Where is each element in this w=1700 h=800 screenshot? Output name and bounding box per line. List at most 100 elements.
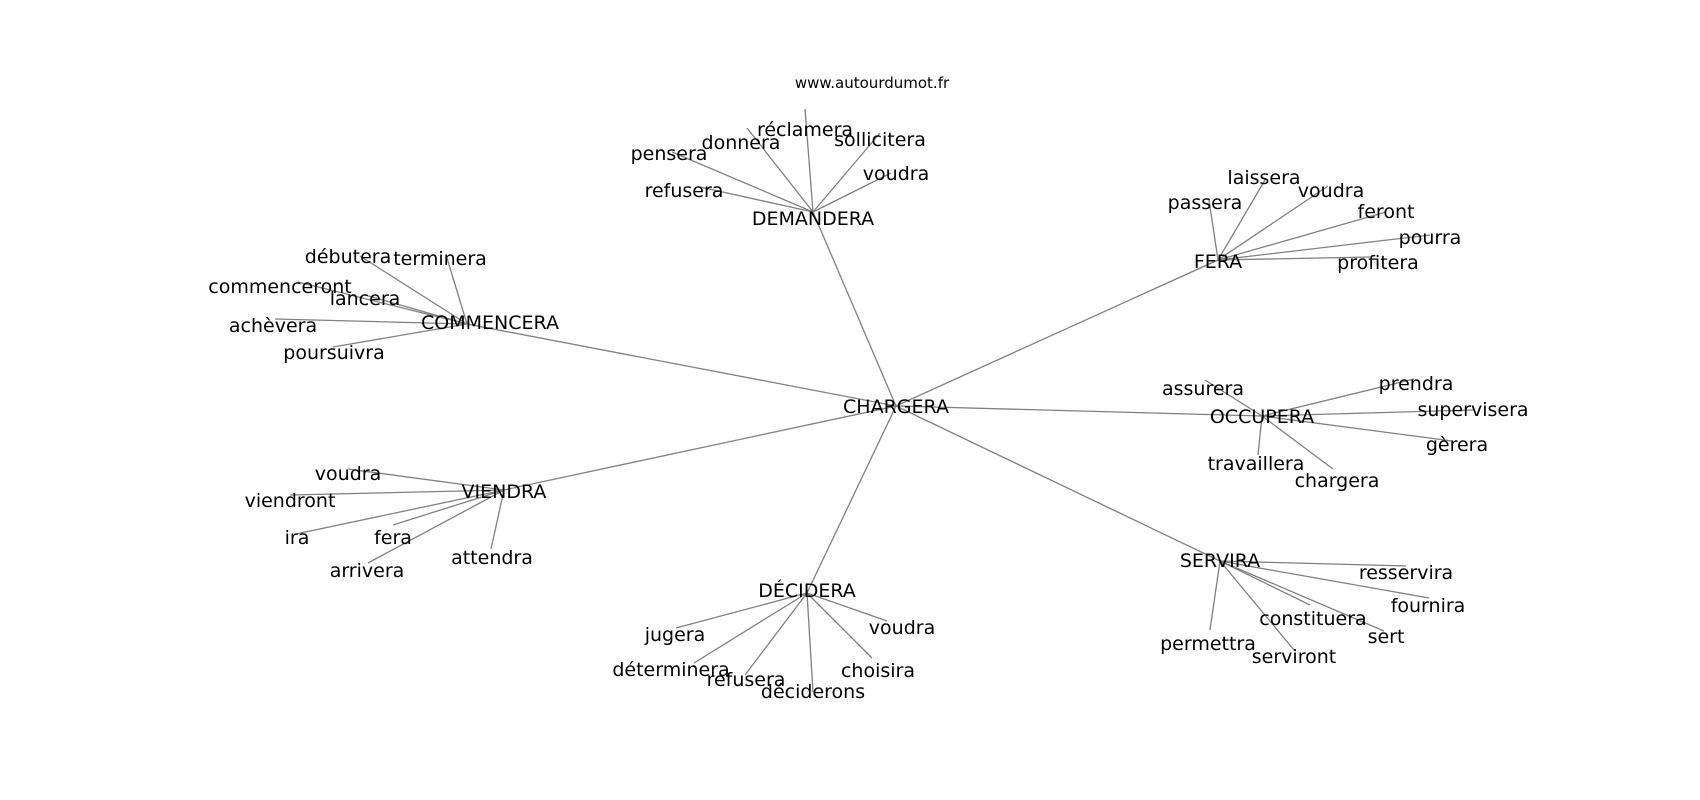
node-leaf-commencera-4: achèvera (229, 315, 317, 337)
edge-decidera-2 (693, 592, 808, 664)
node-leaf-servira-1: fournira (1391, 595, 1466, 617)
node-hub-decidera: DÉCIDERA (758, 579, 856, 602)
edge-viendra-2 (295, 489, 505, 535)
node-leaf-occupera-0: assurera (1162, 378, 1244, 400)
edge-demandera-3 (812, 132, 881, 213)
edge-demandera-4 (812, 172, 892, 213)
edge-viendra-4 (367, 489, 505, 564)
edge-occupera-3 (1261, 415, 1453, 442)
edge-decidera-0 (675, 592, 808, 629)
edge-servira-0 (1219, 560, 1407, 567)
edge-occupera-0 (1204, 379, 1263, 417)
edge-center-decidera (806, 405, 897, 594)
node-hub-fera: FERA (1194, 251, 1242, 273)
edge-fera-2 (1217, 185, 1329, 261)
node-leaf-commencera-2: commenceront (208, 276, 351, 298)
node-leaf-occupera-3: gèrera (1426, 434, 1488, 456)
edge-center-servira (895, 405, 1221, 562)
node-leaf-servira-5: serviront (1252, 646, 1336, 668)
graph-labels: www.autourdumot.fr CHARGERA DEMANDERA pens… (208, 74, 1528, 703)
edge-commencera-0 (359, 255, 468, 325)
edge-viendra-0 (347, 468, 505, 491)
edge-occupera-2 (1261, 409, 1474, 417)
node-hub-demandera: DEMANDERA (752, 208, 874, 230)
node-leaf-viendra-5: attendra (451, 547, 533, 569)
edge-center-occupera (895, 405, 1263, 417)
edge-fera-5 (1217, 256, 1371, 261)
node-leaf-occupera-2: supervisera (1417, 399, 1528, 421)
edge-decidera-3 (744, 592, 808, 676)
edge-fera-0 (1217, 179, 1266, 261)
node-leaf-servira-2: constituera (1259, 608, 1366, 630)
node-leaf-fera-4: pourra (1399, 227, 1462, 249)
edge-commencera-3 (364, 294, 468, 325)
edge-servira-1 (1219, 560, 1430, 599)
edge-commencera-4 (274, 318, 468, 325)
watermark-text: www.autourdumot.fr (795, 74, 950, 92)
edge-demandera-5 (699, 186, 814, 213)
edge-servira-4 (1209, 560, 1221, 631)
edge-commencera-2 (297, 281, 468, 325)
edge-servira-3 (1219, 560, 1385, 632)
edge-center-fera (895, 259, 1219, 407)
node-leaf-decidera-1: voudra (869, 617, 935, 639)
node-leaf-viendra-0: voudra (315, 463, 381, 485)
edge-demandera-2 (804, 108, 814, 213)
node-leaf-commencera-3: lancera (330, 288, 401, 310)
edge-commencera-5 (332, 323, 468, 348)
edge-viendra-1 (289, 489, 505, 496)
edge-center-commencera (466, 323, 897, 407)
edge-decidera-1 (806, 592, 888, 622)
edge-occupera-4 (1257, 415, 1263, 456)
node-leaf-viendra-3: fera (374, 527, 412, 549)
node-leaf-viendra-1: viendront (245, 490, 336, 512)
edge-demandera-1 (746, 127, 814, 213)
node-hub-servira: SERVIRA (1180, 550, 1260, 572)
edge-decidera-5 (806, 592, 814, 693)
edge-commencera-1 (446, 257, 468, 325)
edge-decidera-4 (806, 592, 873, 659)
node-leaf-decidera-0: jugera (644, 624, 706, 646)
node-leaf-fera-2: voudra (1298, 180, 1364, 202)
node-leaf-decidera-2: déterminera (612, 659, 729, 681)
edge-occupera-5 (1261, 415, 1334, 470)
edge-fera-3 (1217, 211, 1387, 261)
graph-edges (274, 108, 1474, 693)
edge-servira-2 (1219, 560, 1311, 606)
node-leaf-occupera-1: prendra (1379, 373, 1454, 395)
node-leaf-viendra-2: ira (285, 527, 310, 549)
node-leaf-fera-1: passera (1168, 192, 1243, 214)
node-leaf-demandera-4: voudra (863, 163, 929, 185)
node-leaf-fera-3: feront (1358, 201, 1415, 223)
node-leaf-servira-3: sert (1368, 626, 1405, 648)
node-leaf-demandera-1: donnera (702, 132, 781, 154)
node-leaf-demandera-3: sollicitera (834, 129, 926, 151)
edge-occupera-1 (1261, 378, 1415, 417)
node-leaf-commencera-0: débutera (305, 246, 391, 268)
node-hub-commencera: COMMENCERA (421, 312, 559, 334)
node-leaf-fera-5: profitera (1337, 252, 1419, 274)
node-leaf-fera-0: laissera (1227, 167, 1300, 189)
node-center-chargera: CHARGERA (843, 396, 949, 418)
node-leaf-demandera-5: refusera (645, 180, 724, 202)
edge-center-viendra (503, 405, 897, 491)
node-leaf-viendra-4: arrivera (330, 560, 405, 582)
node-leaf-servira-4: permettra (1160, 633, 1256, 655)
node-leaf-commencera-1: terminera (393, 248, 487, 270)
edge-viendra-5 (490, 489, 505, 550)
edge-center-demandera (812, 211, 897, 407)
node-leaf-decidera-4: choisira (841, 660, 915, 682)
edge-viendra-3 (392, 489, 505, 526)
edge-fera-1 (1208, 199, 1219, 261)
node-leaf-servira-0: resservira (1359, 562, 1453, 584)
node-leaf-occupera-5: chargera (1295, 470, 1380, 492)
node-leaf-demandera-0: pensera (631, 143, 708, 165)
edge-demandera-0 (671, 151, 814, 213)
node-hub-occupera: OCCUPERA (1210, 406, 1314, 428)
node-leaf-occupera-4: travaillera (1208, 453, 1305, 475)
node-leaf-decidera-5: déciderons (761, 681, 865, 703)
node-leaf-demandera-2: réclamera (757, 119, 853, 141)
node-leaf-commencera-5: poursuivra (283, 342, 384, 364)
node-hub-viendra: VIENDRA (462, 481, 547, 503)
